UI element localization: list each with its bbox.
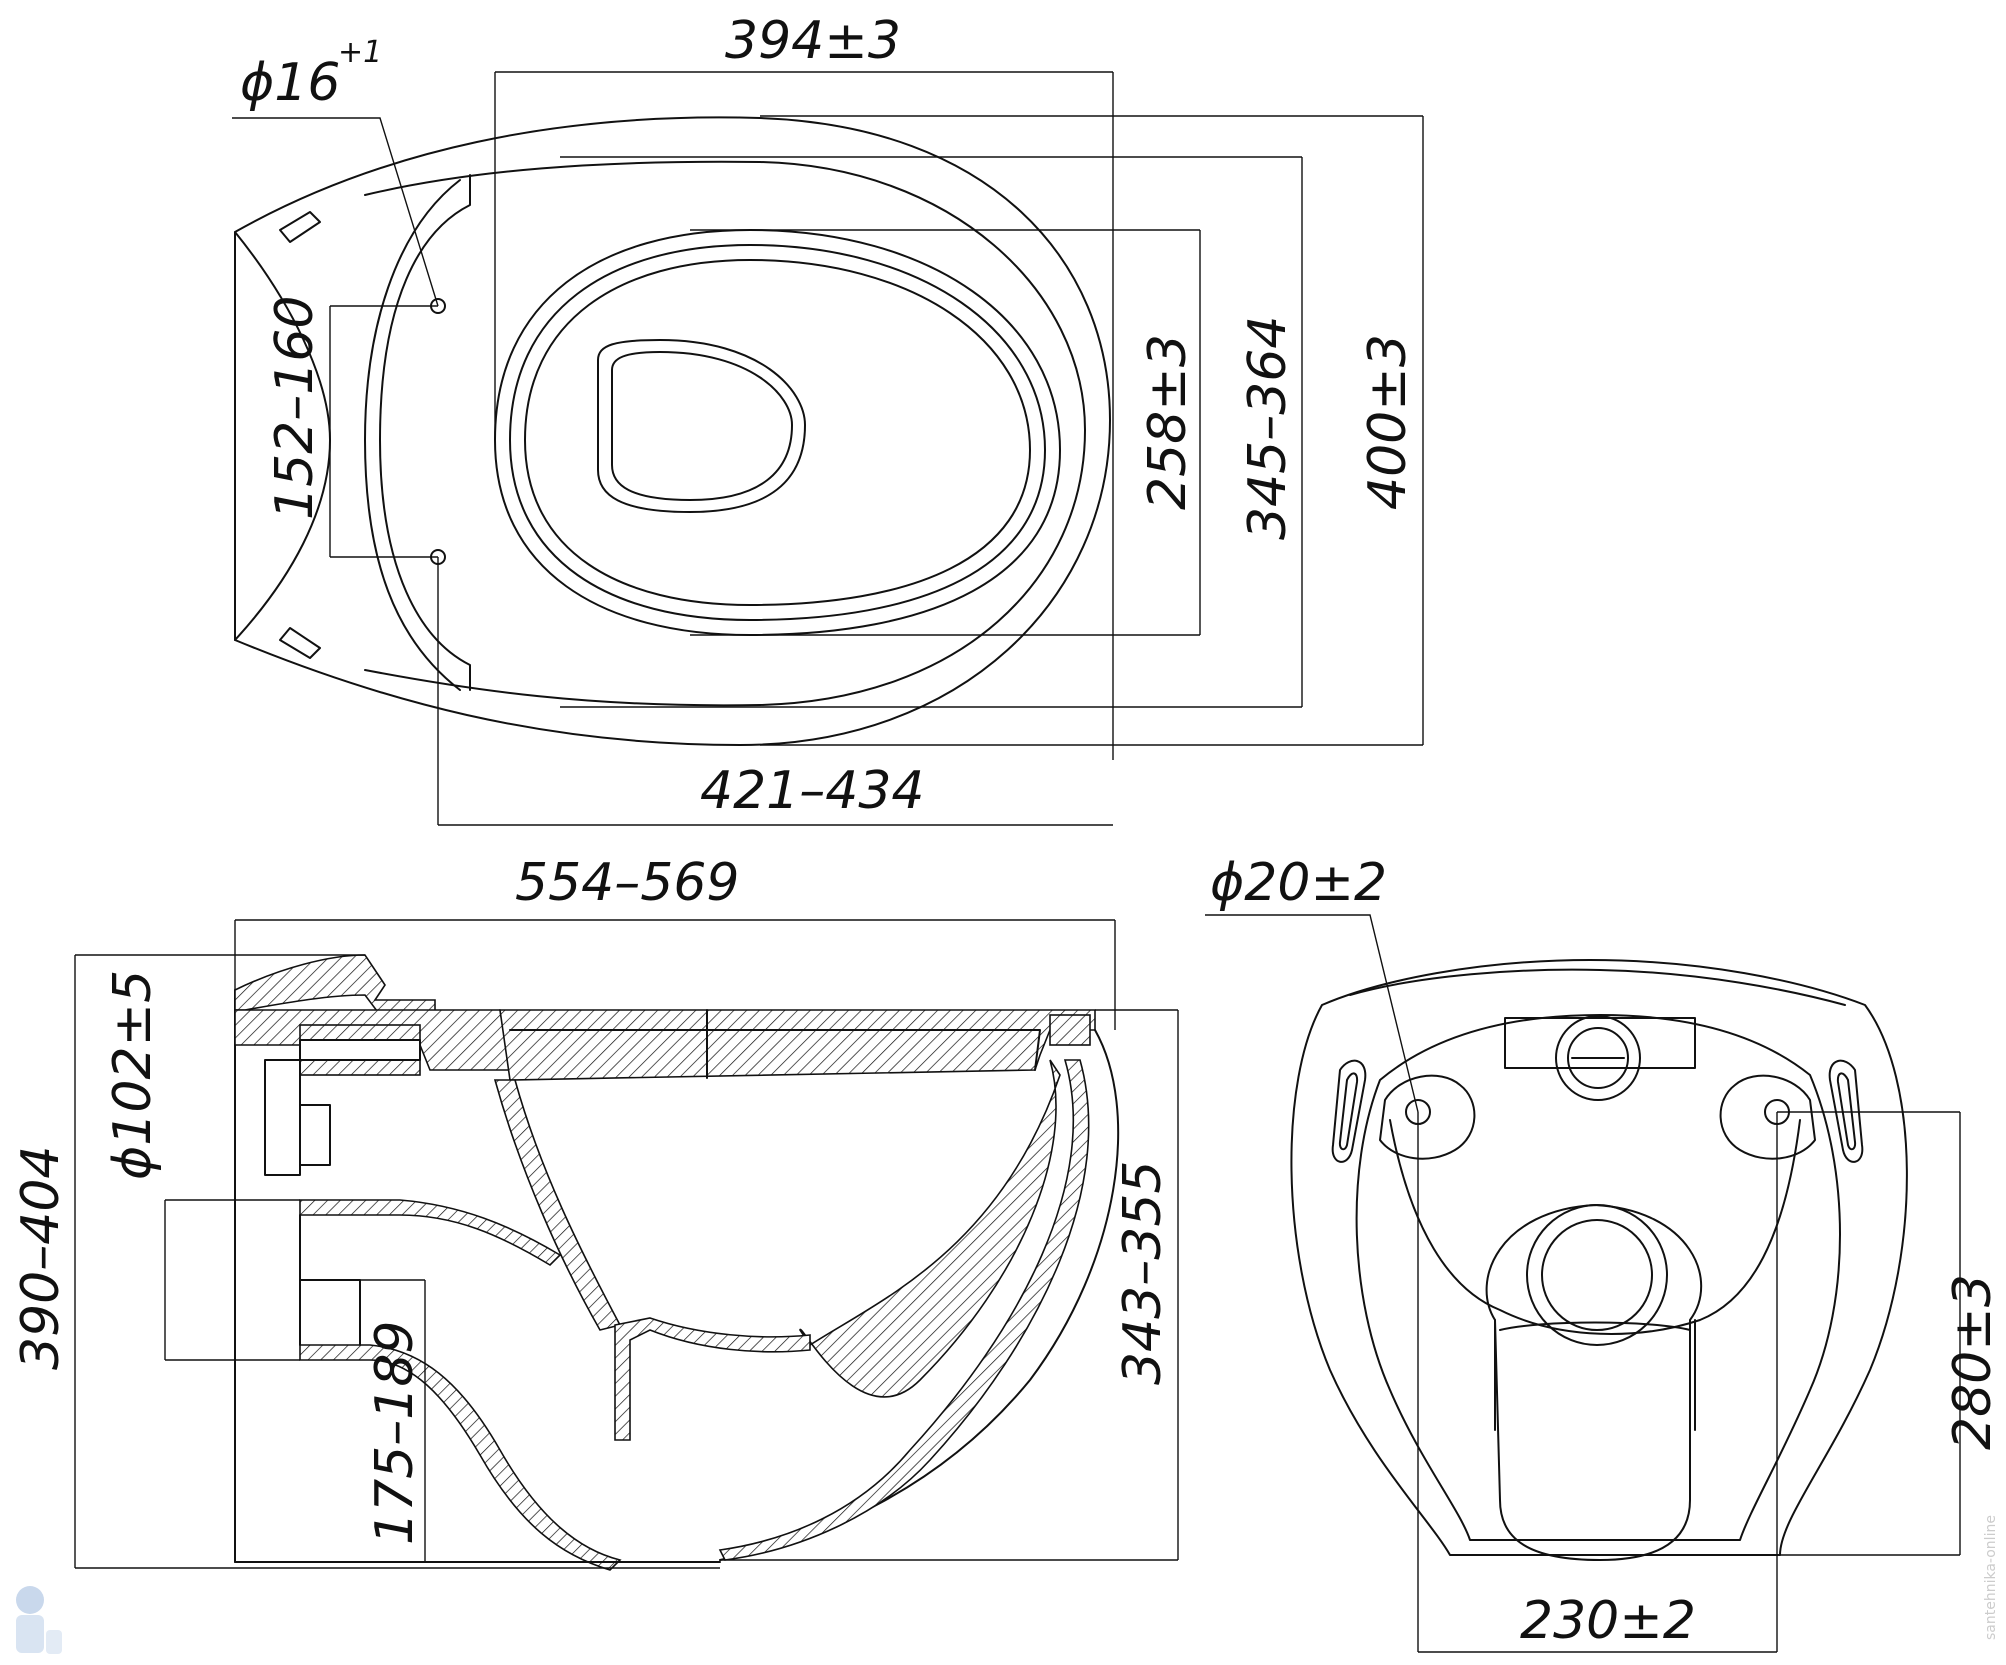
- dim-hole-diameter: ϕ16: [240, 53, 340, 113]
- dim-rim-height: 343–355: [1113, 1160, 1173, 1385]
- watermark-logo: [16, 1586, 62, 1654]
- top-slot-upper: [279, 211, 321, 243]
- dim-mount-hole-diameter: ϕ20±2: [1210, 853, 1387, 913]
- back-slot-left: [1331, 1059, 1367, 1163]
- back-top-bracket: [1504, 1017, 1696, 1069]
- top-rim-contour: [364, 160, 1086, 707]
- dim-hole-spacing: 152–160: [265, 295, 325, 520]
- watermark-text: santehnika-online: [1983, 1515, 1999, 1640]
- dim-overall-length: 400±3: [1358, 334, 1418, 510]
- dim-mount-height: 280±3: [1943, 1274, 2003, 1450]
- dim-mount-to-front: 421–434: [700, 761, 925, 821]
- dim-mount-spacing: 230±2: [1520, 1591, 1696, 1651]
- dim-hole-tolerance: +1: [338, 35, 382, 70]
- side-rim: [499, 1009, 1096, 1081]
- back-outlet: [1485, 1204, 1703, 1561]
- top-bowl-rim-inner: [509, 244, 1046, 621]
- dim-outlet-height: 175–189: [365, 1320, 425, 1545]
- dim-outlet-diameter: ϕ102±5: [103, 970, 163, 1180]
- back-boss-left: [1379, 1074, 1476, 1160]
- top-drain-opening: [597, 339, 806, 513]
- dim-seat-length: 345–364: [1238, 315, 1298, 540]
- side-trapway: [493, 1079, 622, 1331]
- side-top-flange: [234, 954, 436, 1016]
- back-slot-right: [1828, 1059, 1864, 1163]
- top-slot-lower: [279, 627, 321, 659]
- side-section: 554–569 390–404 ϕ102±5 175–189 343–355: [11, 853, 1179, 1571]
- dim-bowl-inner-length: 258±3: [1138, 334, 1198, 510]
- side-bowl-wall: [799, 1059, 1061, 1398]
- back-outer-shell: [1290, 959, 1908, 1556]
- dim-overall-width: 394±3: [725, 11, 901, 71]
- top-view: ϕ16 +1 394±3 152–160 258±3 345–364 400±3…: [232, 11, 1424, 826]
- side-outlet-pipe: [299, 1199, 562, 1267]
- dim-total-height: 390–404: [11, 1145, 71, 1370]
- dim-overall-depth: 554–569: [515, 853, 740, 913]
- top-outer-shell: [234, 116, 1111, 746]
- back-boss-right: [1719, 1074, 1816, 1160]
- back-view: ϕ20±2 280±3 230±2: [1205, 853, 2003, 1653]
- back-inner-contour: [1355, 1014, 1841, 1541]
- top-bowl-rim-outer: [494, 229, 1061, 636]
